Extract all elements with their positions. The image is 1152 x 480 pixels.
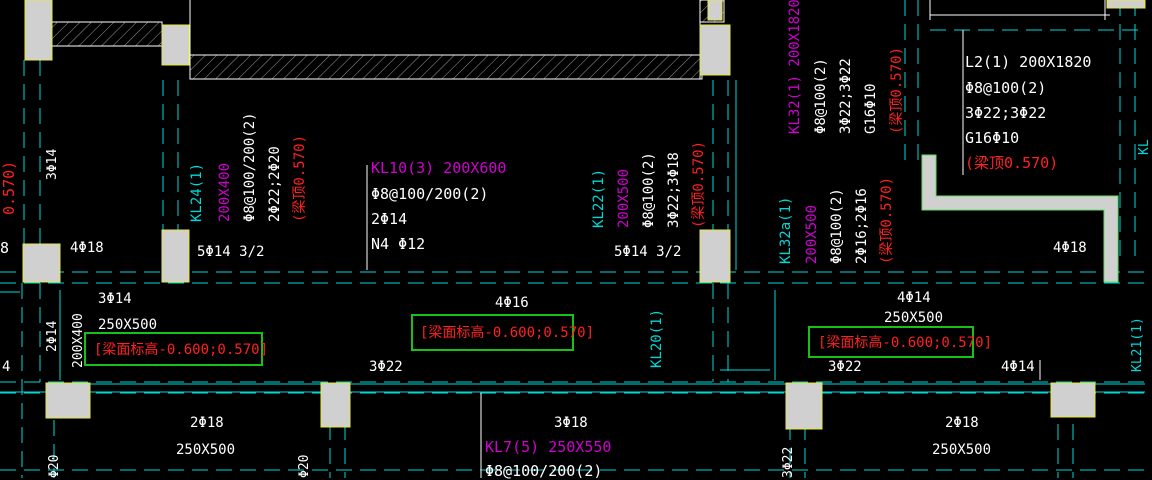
kl32a-bars: 2Φ16;2Φ16 [854, 188, 870, 264]
kl32-name: KL32(1) 200X1820 [787, 0, 803, 134]
kl24-stirrup: Φ8@100/200(2) [242, 112, 258, 222]
kl24-size: 200X400 [217, 162, 233, 222]
column [22, 243, 61, 283]
left-phi20: Φ20 [47, 454, 62, 478]
bottom-250x500: 250X500 [176, 442, 236, 458]
right-3phi22-vertical: 3Φ22 [781, 446, 796, 478]
left-2phi14: 2Φ14 [45, 320, 60, 352]
kl24-elevation: (梁顶0.570) [292, 134, 308, 222]
bottom-2phi18: 2Φ18 [190, 415, 224, 431]
kl22-bars: 3Φ22;3Φ18 [666, 152, 682, 228]
l2-side-bars: G16Φ10 [965, 129, 1020, 147]
left-4: 4 [2, 359, 11, 375]
right-2phi18: 2Φ18 [945, 415, 979, 431]
right-250x500-b: 250X500 [932, 442, 992, 458]
kl22-elevation: (梁顶0.570) [691, 140, 707, 228]
kl32a-stirrup: Φ8@100(2) [829, 188, 845, 264]
column [699, 229, 731, 283]
bottom-phi20: Φ20 [297, 454, 312, 478]
kl32-side-bars: G16Φ10 [863, 83, 879, 134]
right-250x500: 250X500 [884, 310, 944, 326]
column [320, 382, 351, 428]
column [161, 229, 190, 283]
elevation-highlight-box[interactable]: [梁面标高-0.600;0.570] [84, 332, 268, 366]
kl32-elevation: (梁顶0.570) [889, 46, 905, 134]
kl32-stirrup: Φ8@100(2) [813, 58, 829, 134]
elevation-highlight-text: [梁面标高-0.600;0.570] [818, 335, 993, 351]
wall-hatch-top-mid [189, 54, 703, 80]
column [707, 0, 723, 21]
elevation-highlight-text: [梁面标高-0.600;0.570] [94, 342, 269, 358]
column [699, 24, 731, 76]
l2-bars: 3Φ22;3Φ22 [965, 104, 1047, 122]
column [45, 382, 91, 419]
kl32a-name: KL32a(1) [778, 196, 794, 264]
left-3phi14: 3Φ14 [98, 291, 132, 307]
column-l-shape [921, 154, 1119, 283]
edge-kl21-label: KL21(1) [1130, 317, 1145, 372]
leader-lines [366, 30, 1041, 478]
wall-hatch-top-left [51, 21, 163, 47]
left-4phi18: 4Φ18 [70, 240, 104, 256]
elevation-highlight-text: [梁面标高-0.600;0.570] [420, 325, 595, 341]
kl10-side-bars: N4 Φ12 [371, 235, 426, 253]
right-4phi18: 4Φ18 [1053, 240, 1087, 256]
left-250x500: 250X500 [98, 317, 158, 333]
kl7-stirrup: Φ8@100/200(2) [485, 462, 603, 480]
edge-kl-label: KL [1137, 139, 1152, 155]
kl7-name: KL7(5) 250X550 [485, 438, 612, 456]
kl10-name: KL10(3) 200X600 [371, 159, 507, 177]
elevation-highlight-box[interactable]: [梁面标高-0.600;0.570] [808, 326, 992, 358]
kl22-stirrup: Φ8@100(2) [641, 152, 657, 228]
left-edge-elevation: 0.570) [0, 160, 18, 215]
column [785, 382, 823, 430]
kl22-name: KL22(1) [591, 168, 607, 228]
left-3phi14-vertical: 3Φ14 [45, 148, 60, 180]
beam-edges [0, 80, 1145, 393]
elevation-highlight-box[interactable]: [梁面标高-0.600;0.570] [411, 314, 594, 351]
bottom-3phi18: 3Φ18 [554, 415, 588, 431]
l2-name: L2(1) 200X1820 [965, 53, 1092, 71]
mid-4phi16: 4Φ16 [495, 295, 529, 311]
kl24-name: KL24(1) [189, 162, 205, 222]
right-4phi14-b: 4Φ14 [1001, 359, 1035, 375]
right-4phi14: 4Φ14 [897, 290, 931, 306]
column [1106, 0, 1146, 9]
kl32-bars: 3Φ22;3Φ22 [838, 58, 854, 134]
kl32a-elevation: (梁顶0.570) [879, 176, 895, 264]
right-3phi22: 3Φ22 [828, 359, 862, 375]
kl10-stirrup: Φ8@100/200(2) [371, 185, 489, 203]
column [161, 24, 190, 66]
bottom-3phi22: 3Φ22 [369, 359, 403, 375]
kl20-name: KL20(1) [649, 308, 665, 368]
right-5phi14: 5Φ14 3/2 [614, 244, 682, 260]
kl24-bars: 2Φ22;2Φ20 [267, 146, 283, 222]
columns [22, 0, 1096, 430]
column [24, 0, 53, 61]
l2-elevation: (梁顶0.570) [965, 154, 1059, 172]
kl32a-size: 200X500 [804, 204, 820, 264]
mid-5phi14: 5Φ14 3/2 [197, 244, 265, 260]
column [1050, 382, 1096, 418]
kl22-size: 200X500 [616, 168, 632, 228]
l2-stirrup: Φ8@100(2) [965, 79, 1047, 97]
kl10-top-bars: 2Φ14 [371, 210, 408, 228]
left-8: 8 [0, 239, 10, 257]
